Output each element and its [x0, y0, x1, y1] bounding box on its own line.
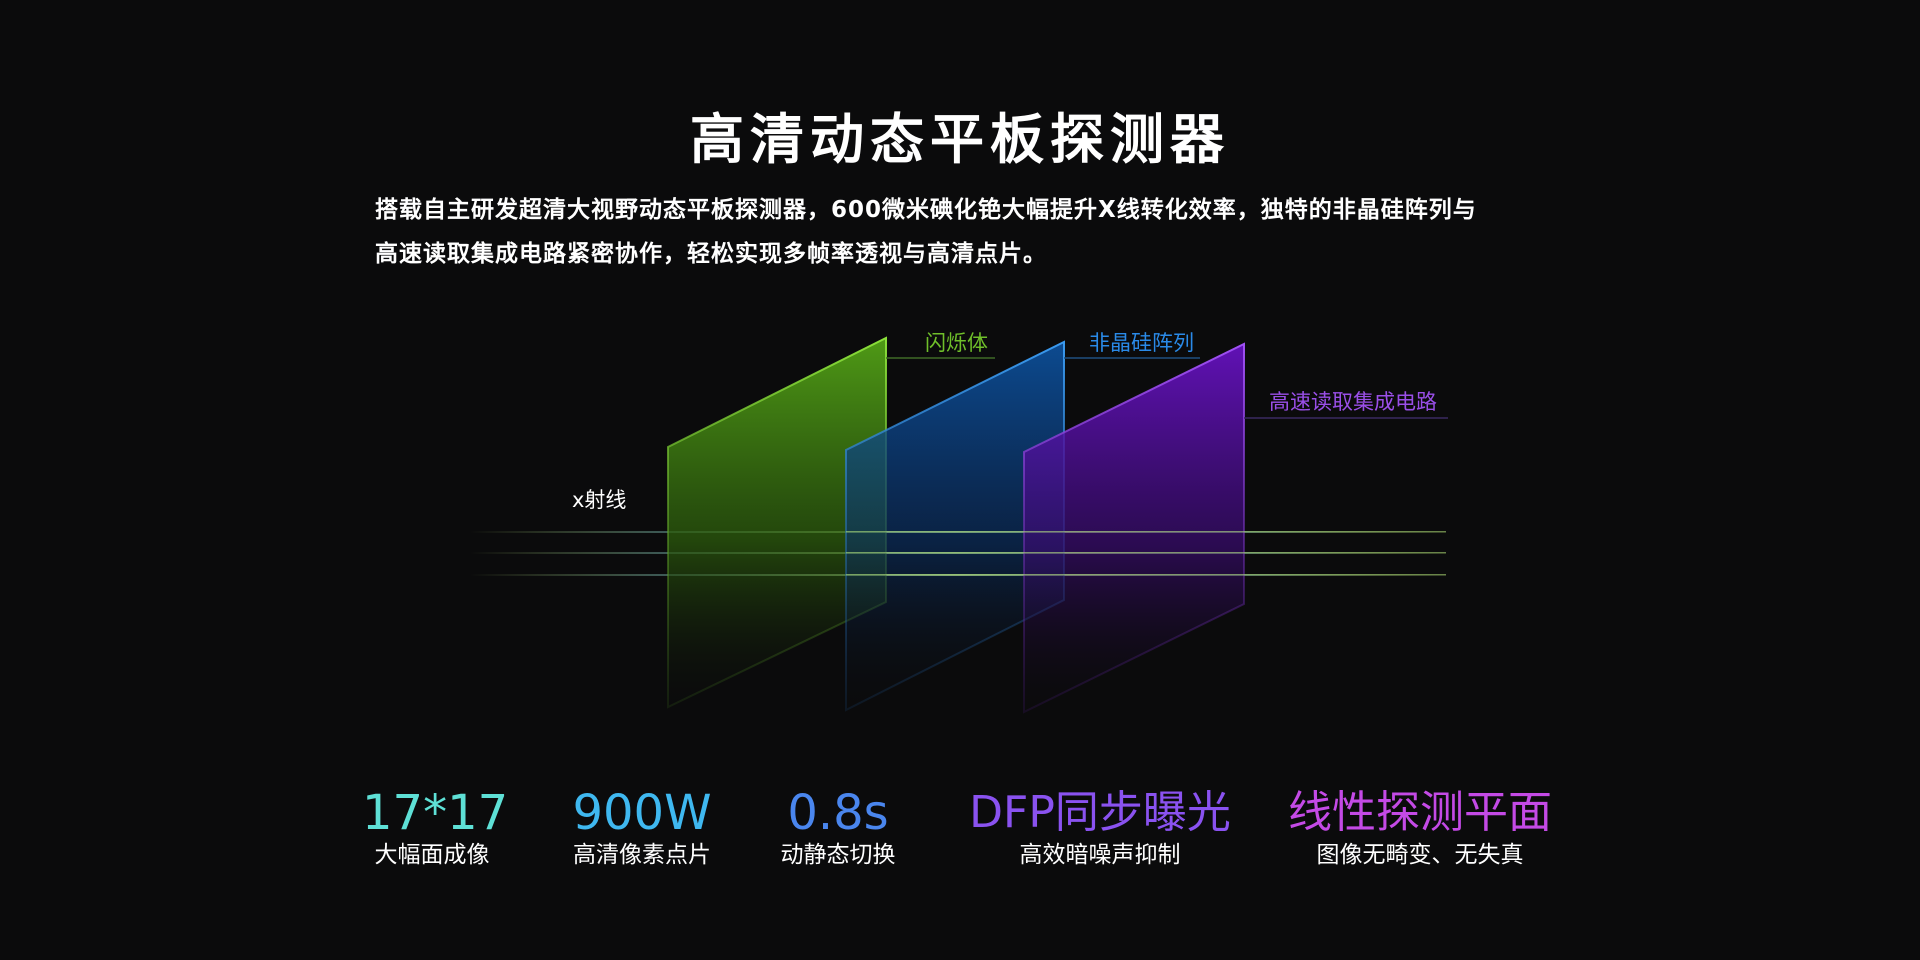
stat-switch-time: 0.8s 动静态切换	[768, 786, 908, 870]
stat-caption: 大幅面成像	[374, 842, 490, 868]
stat-value: 17*17	[362, 785, 509, 841]
page-title: 高清动态平板探测器	[690, 108, 1230, 171]
xray-label: x射线	[572, 488, 627, 512]
readout-circuit-panel	[1023, 342, 1245, 714]
layer-label-scintillator: 闪烁体	[925, 331, 988, 355]
description-line-2: 高速读取集成电路紧密协作，轻松实现多帧率透视与高清点片。	[375, 241, 1047, 267]
stat-value: DFP同步曝光	[969, 787, 1231, 838]
stat-linear-plane: 线性探测平面 图像无畸变、无失真	[1280, 786, 1560, 870]
stat-pixels: 900W 高清像素点片	[562, 786, 722, 870]
stat-caption: 图像无畸变、无失真	[1316, 842, 1524, 868]
layer-label-silicon: 非晶硅阵列	[1089, 331, 1194, 355]
stat-caption: 高效暗噪声抑制	[1019, 842, 1181, 868]
stat-value: 0.8s	[787, 785, 889, 841]
stat-caption: 高清像素点片	[573, 842, 711, 868]
stat-dfp-exposure: DFP同步曝光 高效暗噪声抑制	[965, 786, 1235, 870]
description: 搭载自主研发超清大视野动态平板探测器，600微米碘化铯大幅提升X线转化效率，独特…	[375, 188, 1555, 276]
stat-caption: 动静态切换	[780, 842, 896, 868]
stat-value: 900W	[572, 785, 712, 841]
stat-panel-size: 17*17 大幅面成像	[362, 785, 509, 870]
stat-value: 线性探测平面	[1288, 787, 1552, 838]
layer-label-readout: 高速读取集成电路	[1269, 390, 1437, 414]
description-line-1: 搭载自主研发超清大视野动态平板探测器，600微米碘化铯大幅提升X线转化效率，独特…	[375, 197, 1477, 223]
